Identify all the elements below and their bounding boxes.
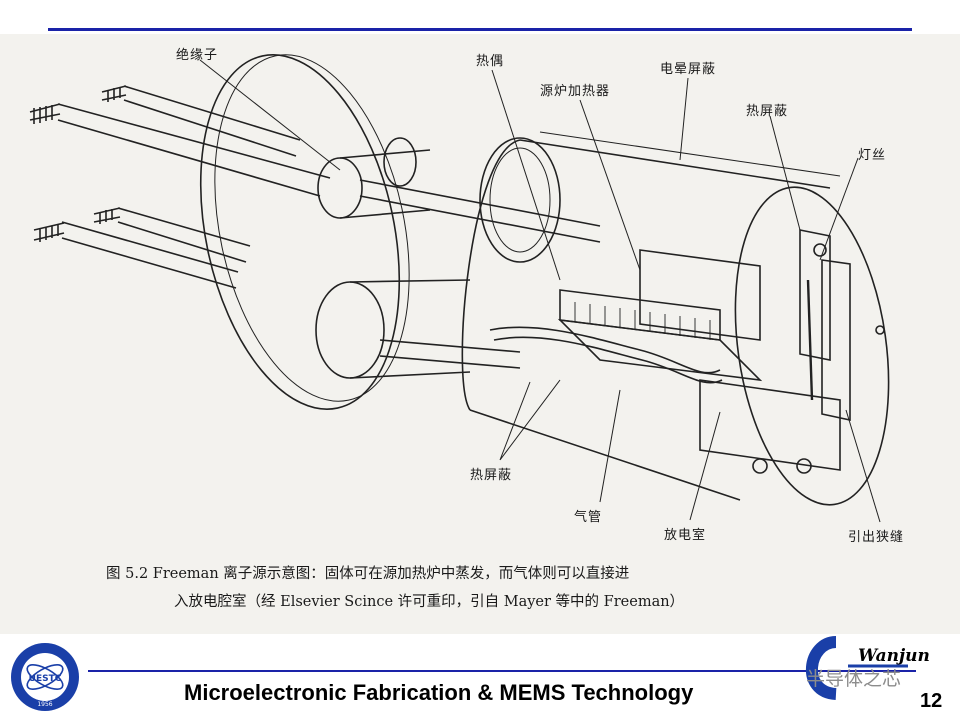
freeman-ion-source-figure: 绝缘子 热偶 源炉加热器 电晕屏蔽 热屏蔽 灯丝 热屏蔽 气管 放电室 引出狭缝… — [0, 34, 960, 634]
bottom-rule — [88, 670, 916, 672]
caption-line-1: 图 5.2 Freeman 离子源示意图：固体可在源加热炉中蒸发，而气体则可以直… — [106, 566, 630, 582]
filament-wire — [806, 279, 814, 401]
page-number: 12 — [920, 690, 943, 712]
rod-3 — [117, 207, 251, 263]
label-heat-shield-top: 热屏蔽 — [746, 104, 789, 119]
electron-shield-edge — [539, 131, 841, 177]
uestc-logo-year: 1956 — [37, 701, 52, 708]
rod-4 — [61, 221, 239, 289]
rod-1 — [57, 103, 331, 197]
label-discharge-chamber: 放电室 — [664, 528, 707, 543]
gas-tube — [489, 326, 721, 374]
rod-2 — [123, 85, 301, 157]
mounting-flange — [199, 54, 401, 410]
bolts — [752, 243, 885, 474]
wanjun-logo-text: Wanjun — [858, 646, 930, 666]
insulator-lower — [315, 281, 385, 379]
insulator-middle — [383, 137, 417, 187]
caption-line-2: 入放电腔室（经 Elsevier Scince 许可重印，引自 Mayer 等中… — [174, 594, 685, 610]
rod-thread-1 — [29, 103, 61, 124]
gas-tube-edge — [493, 336, 723, 384]
top-rule — [48, 28, 912, 31]
leader-lines — [199, 59, 881, 523]
watermark-text: 半导体之芯 — [806, 668, 902, 690]
footer-title: Microelectronic Fabrication & MEMS Techn… — [184, 680, 694, 705]
label-extraction-slit: 引出狭缝 — [848, 530, 905, 545]
housing-outline — [469, 139, 831, 501]
label-heat-shield-bottom: 热屏蔽 — [470, 468, 513, 483]
uestc-logo-text: UESTC — [29, 674, 62, 684]
discharge-chamber-base — [699, 379, 841, 471]
label-source-heater: 源炉加热器 — [540, 84, 611, 99]
label-insulator: 绝缘子 — [176, 48, 219, 63]
shield-ring — [479, 137, 561, 263]
uestc-logo: UESTC 1956 — [8, 640, 82, 718]
label-electron-shield: 电晕屏蔽 — [660, 62, 717, 77]
housing-left-edge — [461, 139, 521, 411]
rod-thread-3 — [93, 207, 121, 224]
label-thermocouple: 热偶 — [476, 54, 505, 69]
label-gas-tube: 气管 — [574, 510, 603, 525]
heater-hatching — [574, 302, 711, 340]
ion-source-drawing — [29, 54, 890, 523]
housing-end-cap — [734, 186, 890, 506]
extraction-slit-plate — [821, 259, 851, 421]
heater-coil — [557, 318, 763, 382]
discharge-chamber-body — [639, 249, 761, 341]
label-filament: 灯丝 — [858, 148, 887, 163]
insulator-upper — [317, 157, 363, 219]
wanjun-logo — [778, 632, 918, 706]
shield-ring-inner — [489, 147, 551, 253]
flange-rim — [214, 54, 410, 402]
heat-shield-plate — [799, 229, 831, 361]
tube-lower — [379, 339, 521, 369]
rod-thread-4 — [33, 222, 65, 242]
insulator-lower-body — [349, 279, 471, 379]
rod-thread-2 — [101, 85, 127, 102]
